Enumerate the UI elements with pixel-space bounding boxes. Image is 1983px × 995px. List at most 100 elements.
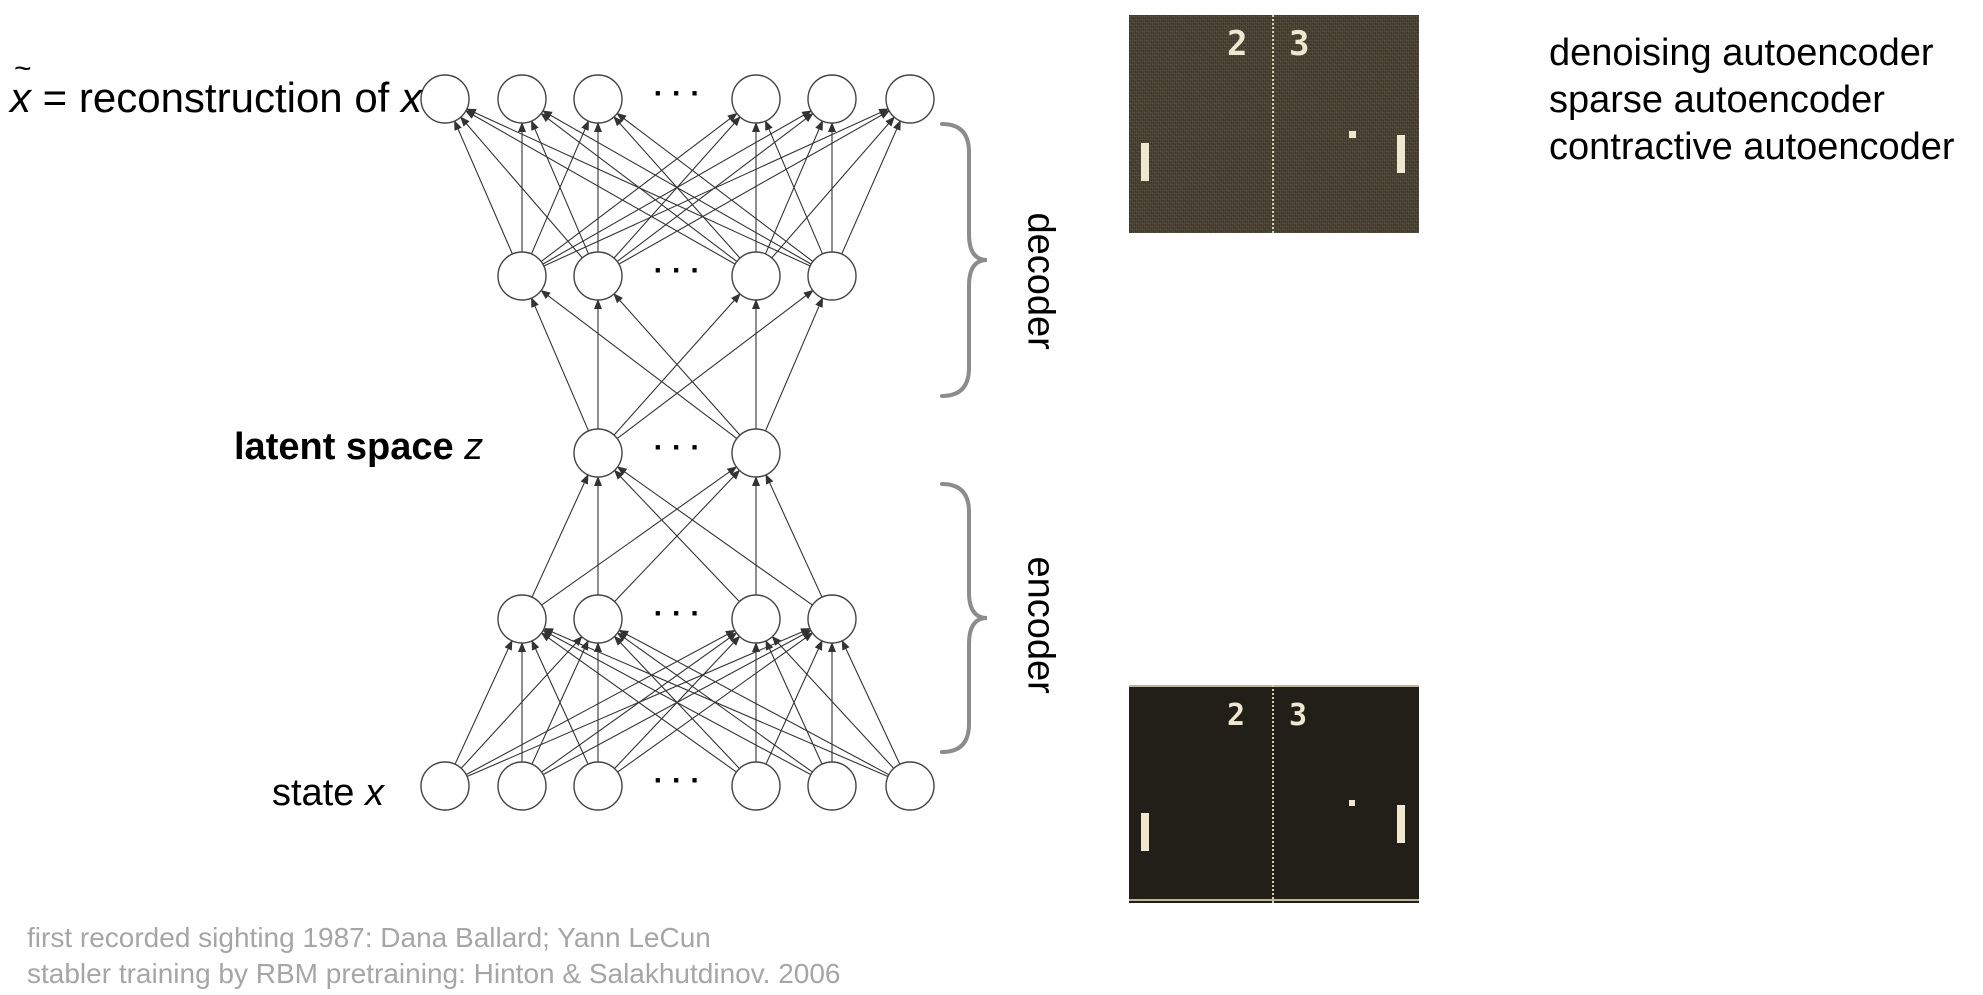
input-node bbox=[807, 761, 857, 811]
network-edge bbox=[613, 293, 741, 436]
network-edge bbox=[454, 120, 513, 255]
dec-node bbox=[497, 251, 547, 301]
score-right: 3 bbox=[1289, 24, 1310, 64]
dec-node bbox=[731, 251, 781, 301]
curly-brace bbox=[940, 482, 988, 754]
network-edge bbox=[460, 116, 583, 259]
center-net bbox=[1272, 15, 1274, 233]
right-paddle bbox=[1397, 805, 1405, 843]
input-node bbox=[420, 761, 470, 811]
decoder-label: decoder bbox=[1019, 212, 1062, 350]
variant-item: sparse autoencoder bbox=[1549, 79, 1885, 121]
network-edge bbox=[464, 110, 736, 265]
ball bbox=[1349, 131, 1356, 138]
state-label: state x bbox=[272, 772, 384, 815]
output-node bbox=[497, 74, 547, 124]
network-edge bbox=[616, 289, 814, 439]
ball bbox=[1349, 800, 1355, 806]
network-nodes bbox=[420, 74, 935, 811]
ellipsis-dots: · · · bbox=[654, 254, 701, 287]
right-paddle bbox=[1397, 135, 1405, 173]
network-edge bbox=[764, 297, 824, 432]
braces bbox=[940, 122, 988, 754]
network-edge bbox=[530, 297, 590, 432]
network-edge bbox=[531, 473, 589, 598]
network-edge bbox=[543, 108, 890, 267]
state-text: state bbox=[272, 772, 365, 814]
reconstruction-var: x bbox=[401, 74, 423, 121]
enc-node bbox=[731, 594, 781, 644]
variant-item: denoising autoencoder bbox=[1549, 32, 1934, 74]
network-edge bbox=[540, 632, 737, 773]
network-edge bbox=[541, 466, 738, 606]
score-right: 3 bbox=[1289, 698, 1308, 733]
output-node bbox=[807, 74, 857, 124]
dec-node bbox=[807, 251, 857, 301]
latent-var: z bbox=[464, 426, 484, 468]
enc-node bbox=[573, 594, 623, 644]
output-node bbox=[420, 74, 470, 124]
score-left: 2 bbox=[1227, 24, 1248, 64]
latent-text: latent space bbox=[234, 426, 465, 468]
reconstruction-text: = reconstruction of bbox=[31, 74, 402, 121]
footnote-line: stabler training by RBM pretraining: Hin… bbox=[27, 958, 841, 989]
network-edge bbox=[771, 635, 895, 769]
network-edges bbox=[454, 108, 901, 778]
top-wall bbox=[1129, 685, 1419, 687]
input-node bbox=[885, 761, 935, 811]
ellipsis-dots: · · · bbox=[654, 764, 701, 797]
network-edge bbox=[613, 469, 740, 602]
output-node bbox=[573, 74, 623, 124]
network-ellipses: · · · · · · · · · · · · · · · bbox=[654, 77, 701, 797]
x-tilde-symbol: x bbox=[10, 52, 32, 122]
latent-node bbox=[573, 428, 623, 478]
network-edge bbox=[616, 112, 814, 262]
footnotes: first recorded sighting 1987: Dana Balla… bbox=[27, 920, 841, 992]
left-paddle bbox=[1141, 813, 1149, 851]
bottom-wall bbox=[1129, 899, 1419, 901]
autoencoder-variants-list: denoising autoencoder sparse autoencoder… bbox=[1549, 30, 1955, 171]
network-edge bbox=[543, 627, 889, 778]
network-edge bbox=[616, 466, 813, 606]
reconstruction-label: x = reconstruction of x bbox=[10, 52, 423, 122]
encoder-label: encoder bbox=[1019, 556, 1062, 694]
dec-node bbox=[573, 251, 623, 301]
input-node bbox=[573, 761, 623, 811]
curly-brace bbox=[940, 122, 988, 398]
network-edge bbox=[618, 110, 890, 265]
output-node bbox=[885, 74, 935, 124]
network-edge bbox=[764, 120, 824, 255]
ellipsis-dots: · · · bbox=[654, 597, 701, 630]
network-edge bbox=[618, 629, 890, 776]
ellipsis-dots: · · · bbox=[654, 77, 701, 110]
input-node bbox=[497, 761, 547, 811]
ellipsis-dots: · · · bbox=[654, 431, 701, 464]
latent-node bbox=[731, 428, 781, 478]
footnote-line: first recorded sighting 1987: Dana Balla… bbox=[27, 922, 711, 953]
center-net bbox=[1272, 685, 1274, 903]
network-edge bbox=[771, 116, 895, 259]
input-node bbox=[731, 761, 781, 811]
network-edge bbox=[465, 108, 811, 267]
network-edge bbox=[542, 629, 812, 776]
noisy-pong-screen: 2 3 bbox=[1129, 15, 1419, 233]
network-edge bbox=[841, 120, 901, 255]
enc-node bbox=[497, 594, 547, 644]
state-var: x bbox=[364, 772, 384, 814]
left-paddle bbox=[1141, 143, 1149, 181]
variant-item: contractive autoencoder bbox=[1549, 126, 1955, 168]
latent-space-label: latent space z bbox=[234, 426, 483, 469]
network-edge bbox=[540, 289, 738, 439]
network-edge bbox=[541, 110, 812, 265]
network-edge bbox=[531, 639, 589, 765]
network-edge bbox=[465, 629, 736, 776]
enc-node bbox=[807, 594, 857, 644]
network-edge bbox=[841, 639, 901, 765]
network-edge bbox=[454, 639, 513, 765]
score-left: 2 bbox=[1227, 698, 1246, 733]
network-edge bbox=[765, 473, 823, 598]
clean-pong-screen: 2 3 bbox=[1129, 685, 1419, 903]
output-node bbox=[731, 74, 781, 124]
